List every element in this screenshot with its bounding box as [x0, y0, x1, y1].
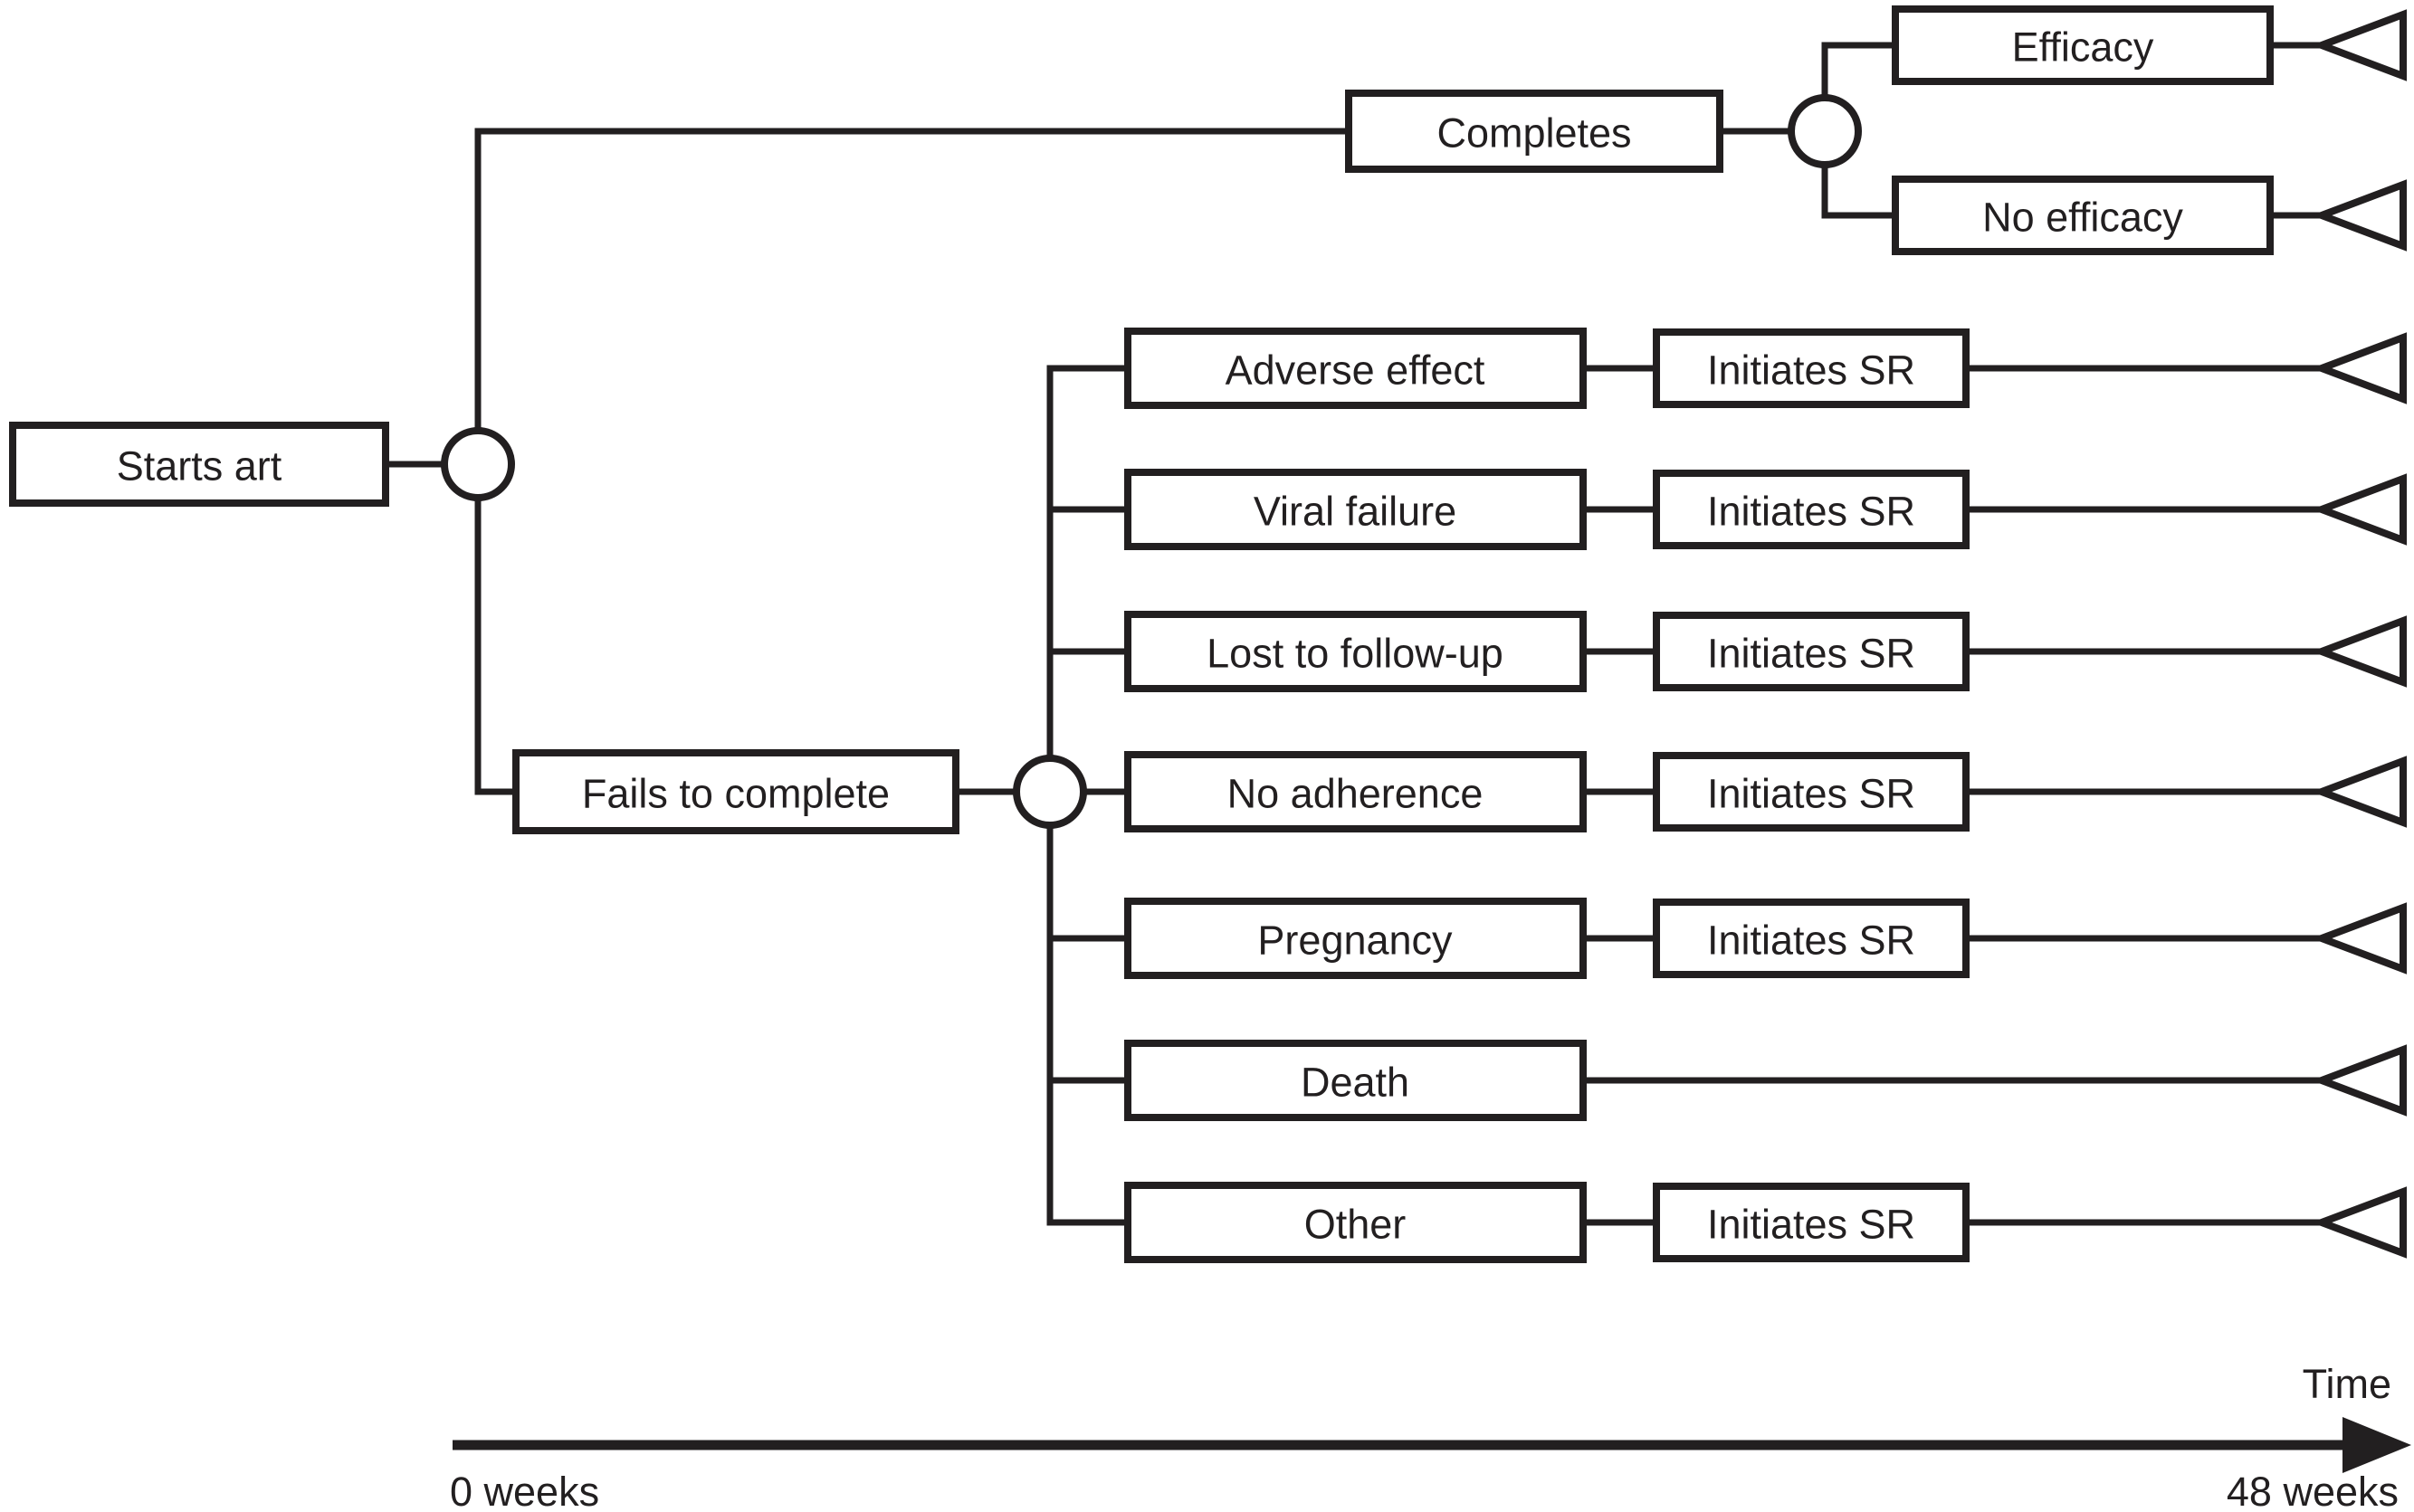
node-other: Other — [1124, 1182, 1587, 1263]
initiates-sr-adherence-label: Initiates SR — [1707, 771, 1915, 817]
no-efficacy-label: No efficacy — [1982, 195, 2183, 241]
node-efficacy: Efficacy — [1892, 5, 2274, 85]
initiates-sr-pregnancy-label: Initiates SR — [1707, 918, 1915, 964]
initiates-sr-other-box — [1653, 1183, 1970, 1262]
adverse-effect-label: Adverse effect — [1226, 347, 1485, 394]
terminal-node-lost-icon — [2311, 615, 2407, 688]
no-efficacy-box — [1892, 176, 2274, 255]
viral-failure-label: Viral failure — [1254, 489, 1456, 535]
node-no-efficacy: No efficacy — [1892, 176, 2274, 255]
node-pregnancy: Pregnancy — [1124, 898, 1587, 979]
node-completes: Completes — [1345, 90, 1723, 173]
fails-label: Fails to complete — [582, 771, 890, 817]
completes-label: Completes — [1436, 110, 1631, 157]
pregnancy-label: Pregnancy — [1257, 918, 1453, 964]
starts-art-box — [9, 422, 389, 507]
chance-node-root-icon — [441, 427, 515, 501]
time-axis-start-label: 0 weeks — [450, 1469, 599, 1512]
terminal-node-adherence-icon — [2311, 756, 2407, 828]
node-initiates-sr-adverse: Initiates SR — [1653, 328, 1970, 408]
viral-failure-box — [1124, 469, 1587, 550]
efficacy-box — [1892, 5, 2274, 85]
pregnancy-box — [1124, 898, 1587, 979]
node-initiates-sr-other: Initiates SR — [1653, 1183, 1970, 1262]
starts-art-label: Starts art — [117, 443, 282, 490]
chance-node-completes-icon — [1788, 94, 1862, 168]
efficacy-label: Efficacy — [2012, 24, 2154, 71]
node-lost-to-follow-up: Lost to follow-up — [1124, 611, 1587, 692]
terminal-node-no-efficacy-icon — [2311, 179, 2407, 252]
lost-to-follow-up-box — [1124, 611, 1587, 692]
lost-to-follow-up-label: Lost to follow-up — [1207, 631, 1503, 677]
initiates-sr-other-label: Initiates SR — [1707, 1202, 1915, 1248]
node-starts-art: Starts art — [9, 422, 389, 507]
node-fails-to-complete: Fails to complete — [512, 749, 959, 834]
death-box — [1124, 1040, 1587, 1121]
node-initiates-sr-pregnancy: Initiates SR — [1653, 899, 1970, 978]
node-viral-failure: Viral failure — [1124, 469, 1587, 550]
completes-box — [1345, 90, 1723, 173]
time-axis-end-label: 48 weeks — [2227, 1469, 2399, 1512]
other-label: Other — [1304, 1202, 1407, 1248]
node-initiates-sr-adherence: Initiates SR — [1653, 752, 1970, 832]
adverse-effect-box — [1124, 328, 1587, 409]
other-box — [1124, 1182, 1587, 1263]
node-initiates-sr-viral: Initiates SR — [1653, 470, 1970, 549]
no-adherence-label: No adherence — [1227, 771, 1484, 817]
node-no-adherence: No adherence — [1124, 751, 1587, 832]
connector-chance1-branches — [474, 128, 1349, 795]
node-adverse-effect: Adverse effect — [1124, 328, 1587, 409]
initiates-sr-adverse-label: Initiates SR — [1707, 347, 1915, 394]
no-adherence-box — [1124, 751, 1587, 832]
time-axis: Time 0 weeks 48 weeks — [450, 1361, 2411, 1512]
fails-box — [512, 749, 959, 834]
terminal-node-death-icon — [2311, 1044, 2407, 1117]
terminal-node-pregnancy-icon — [2311, 902, 2407, 975]
chance-node-fails-icon — [1013, 755, 1087, 829]
initiates-sr-lost-box — [1653, 612, 1970, 691]
initiates-sr-lost-label: Initiates SR — [1707, 631, 1915, 677]
death-label: Death — [1301, 1060, 1409, 1106]
time-axis-title: Time — [2303, 1361, 2391, 1407]
initiates-sr-pregnancy-box — [1653, 899, 1970, 978]
initiates-sr-viral-label: Initiates SR — [1707, 489, 1915, 535]
node-death: Death — [1124, 1040, 1587, 1121]
terminal-node-adverse-icon — [2311, 332, 2407, 404]
terminal-node-efficacy-icon — [2311, 9, 2407, 81]
terminal-node-other-icon — [2311, 1186, 2407, 1259]
terminal-node-viral-icon — [2311, 473, 2407, 546]
node-initiates-sr-lost: Initiates SR — [1653, 612, 1970, 691]
initiates-sr-adverse-box — [1653, 328, 1970, 408]
time-axis-arrowhead-icon — [2342, 1417, 2411, 1473]
initiates-sr-adherence-box — [1653, 752, 1970, 832]
initiates-sr-viral-box — [1653, 470, 1970, 549]
